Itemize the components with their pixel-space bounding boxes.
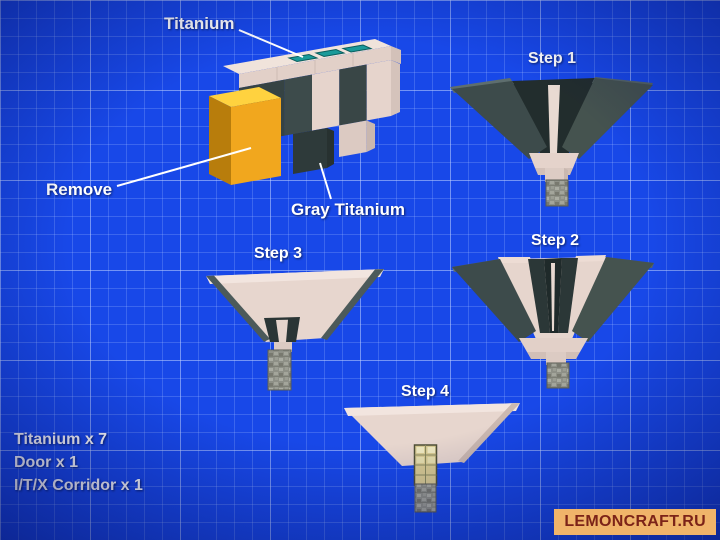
titanium-segment [366,60,391,121]
step-1-label: Step 1 [528,50,577,67]
step-2-structure [452,255,654,389]
floor-band [529,153,579,168]
watermark-badge: LEMONCRAFT.RU [554,509,716,535]
step-3-structure [206,269,384,391]
materials-list: Titanium x 7 Door x 1 I/T/X Corridor x 1 [14,428,143,497]
step-4-label: Step 4 [401,383,450,400]
floor-band [519,338,588,352]
cobblestone-pillar [546,362,570,389]
step-3-label: Step 3 [254,245,303,262]
titanium-label: Titanium [164,14,235,33]
cobblestone-pillar [267,349,292,391]
material-item-titanium: Titanium x 7 [14,431,108,448]
remove-block-yellow [209,87,281,185]
step-2-label: Step 2 [531,232,580,249]
material-item-corridor: I/T/X Corridor x 1 [14,477,143,494]
remove-label: Remove [46,180,113,199]
step-4-structure [344,403,520,513]
gray-titanium-segment [284,74,312,136]
gray-titanium-segment [339,64,367,126]
door-block [413,444,438,486]
cobblestone-pillar [545,179,569,207]
main-corridor-assembly [209,39,401,185]
gray-titanium-label: Gray Titanium [291,200,405,219]
step-1-structure [450,77,653,207]
titanium-segment [312,69,340,131]
cobblestone-pillar [414,483,437,513]
material-item-door: Door x 1 [14,454,79,471]
